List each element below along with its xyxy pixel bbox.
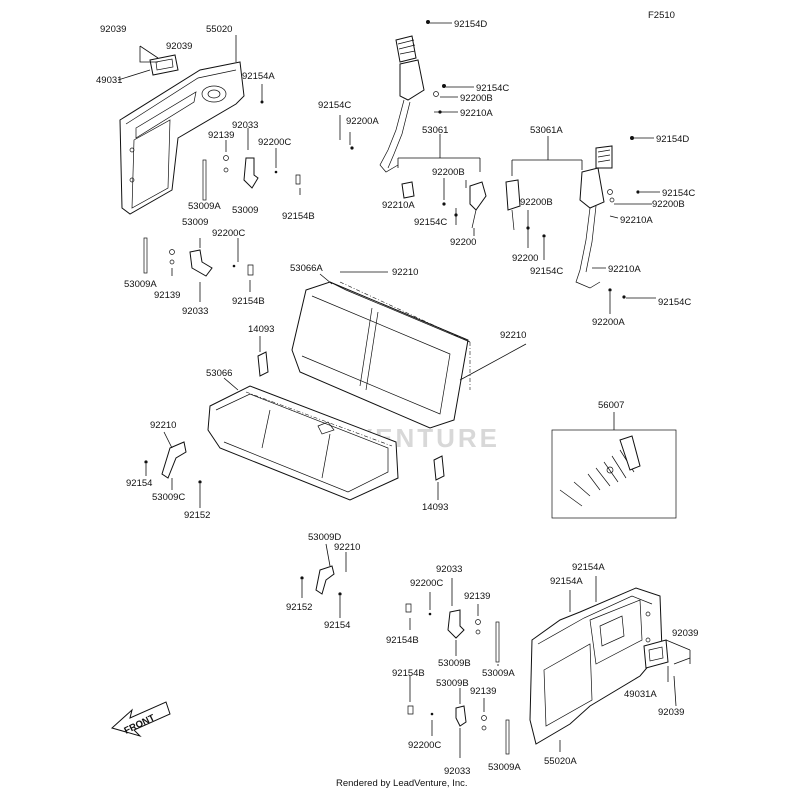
part-label: 92154B xyxy=(232,296,265,307)
part-label: 92154C xyxy=(414,217,447,228)
part-label: 14093 xyxy=(248,324,274,335)
part-label: 53061A xyxy=(530,125,563,136)
part-label: 92033 xyxy=(444,766,470,777)
part-label: 92200B xyxy=(520,197,553,208)
part-label: 92200A xyxy=(592,317,625,328)
part-label: 92210A xyxy=(460,108,493,119)
tool-kit-box xyxy=(551,429,677,519)
part-label: 92139 xyxy=(208,130,234,141)
part-label: 53061 xyxy=(422,125,448,136)
left-door-latch xyxy=(143,237,254,302)
left-floor-bracket xyxy=(144,441,202,484)
part-label: 92154A xyxy=(572,562,605,573)
part-label: 92033 xyxy=(436,564,462,575)
footer-credit: Rendered by LeadVenture, Inc. xyxy=(336,778,468,789)
part-label: 56007 xyxy=(598,400,624,411)
part-label: 53009B xyxy=(438,658,471,669)
part-label: 92154C xyxy=(476,83,509,94)
seat-back xyxy=(291,281,471,429)
part-label: 53009 xyxy=(182,217,208,228)
part-label: 55020 xyxy=(206,24,232,35)
part-label: 92200B xyxy=(432,167,465,178)
front-direction-arrow xyxy=(110,701,171,738)
part-label: 92039 xyxy=(672,628,698,639)
part-label: 92154A xyxy=(242,71,275,82)
part-label: 92154D xyxy=(656,134,689,145)
part-label: 53009A xyxy=(124,279,157,290)
figure-code: F2510 xyxy=(648,10,675,21)
part-label: 92200C xyxy=(258,137,291,148)
part-label: 92210 xyxy=(334,542,360,553)
center-seat-belt xyxy=(350,20,487,229)
right-door-panel xyxy=(529,587,663,745)
part-label: 92154C xyxy=(662,188,695,199)
seat-clip-lower xyxy=(433,455,445,481)
part-label: 92039 xyxy=(658,707,684,718)
part-label: 92154B xyxy=(282,211,315,222)
part-labels: 92039 55020 92039 49031 92154A 92033 921… xyxy=(96,19,698,777)
part-label: 92139 xyxy=(470,686,496,697)
left-door-handle xyxy=(149,54,179,76)
part-label: 53009A xyxy=(482,668,515,679)
part-label: 92200C xyxy=(408,740,441,751)
part-label: 92210 xyxy=(500,330,526,341)
part-label: 92154B xyxy=(386,635,419,646)
part-label: 53009D xyxy=(308,532,341,543)
part-label: 53009A xyxy=(488,762,521,773)
part-label: 92210 xyxy=(150,420,176,431)
left-door-panel xyxy=(119,61,245,215)
seat-clip-upper xyxy=(257,351,269,377)
center-floor-bracket xyxy=(300,565,342,596)
part-label: 92033 xyxy=(182,306,208,317)
part-label: 53066A xyxy=(290,263,323,274)
part-label: 53066 xyxy=(206,368,232,379)
part-label: 92210 xyxy=(392,267,418,278)
part-label: 92200A xyxy=(346,116,379,127)
part-label: 92154C xyxy=(318,100,351,111)
part-label: 49031A xyxy=(624,689,657,700)
right-seat-belt xyxy=(505,136,640,299)
part-label: 92152 xyxy=(286,602,312,613)
part-label: 92210A xyxy=(608,264,641,275)
part-label: 92033 xyxy=(232,120,258,131)
part-label: 92154C xyxy=(658,297,691,308)
part-label: 92039 xyxy=(166,41,192,52)
right-door-handle xyxy=(643,639,669,669)
part-label: 55020A xyxy=(544,756,577,767)
part-label: 92154D xyxy=(454,19,487,30)
part-label: 92154A xyxy=(550,576,583,587)
part-label: 92152 xyxy=(184,510,210,521)
left-door-fasteners xyxy=(202,128,301,201)
part-label: 92154B xyxy=(392,668,425,679)
part-label: 92139 xyxy=(464,591,490,602)
part-label: 53009C xyxy=(152,492,185,503)
part-label: 92210A xyxy=(382,200,415,211)
part-label: 92200 xyxy=(450,237,476,248)
part-label: 92200 xyxy=(512,253,538,264)
part-label: 92200B xyxy=(460,93,493,104)
right-door-latch xyxy=(407,676,510,758)
part-label: 92154 xyxy=(126,478,152,489)
part-label: 49031 xyxy=(96,75,122,86)
part-label: 14093 xyxy=(422,502,448,513)
part-label: 53009 xyxy=(232,205,258,216)
part-label: 92039 xyxy=(100,24,126,35)
part-label: 92200C xyxy=(212,228,245,239)
part-label: 92200C xyxy=(410,578,443,589)
part-label: 92139 xyxy=(154,290,180,301)
right-door-fasteners xyxy=(405,578,500,666)
part-label: 92154C xyxy=(530,266,563,277)
seat-cushion xyxy=(207,385,399,501)
part-label: 92210A xyxy=(620,215,653,226)
part-label: 53009B xyxy=(436,678,469,689)
part-label: 92200B xyxy=(652,199,685,210)
part-label: 53009A xyxy=(188,201,221,212)
part-label: 92154 xyxy=(324,620,350,631)
